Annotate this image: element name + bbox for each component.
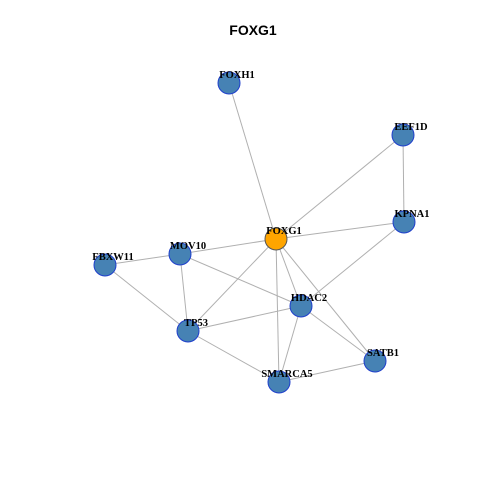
edge-foxg1-foxh1 (228, 82, 277, 240)
node-label-mov10: MOV10 (170, 241, 206, 252)
node-label-kpna1: KPNA1 (395, 209, 430, 220)
node-label-tp53: TP53 (184, 318, 208, 329)
node-circle-foxh1 (217, 71, 241, 95)
node-circle-fbxw11 (93, 253, 117, 277)
edge-hdac2-smarca5 (278, 305, 302, 383)
edge-foxg1-tp53 (187, 238, 277, 332)
node-circle-smarca5 (267, 370, 291, 394)
node-circle-hdac2 (289, 294, 313, 318)
node-mov10: MOV10 (168, 241, 206, 266)
edge-fbxw11-tp53 (104, 264, 189, 332)
node-hdac2: HDAC2 (289, 293, 327, 318)
node-circle-foxg1 (264, 227, 288, 251)
edge-foxg1-hdac2 (275, 238, 302, 307)
edge-foxg1-smarca5 (275, 238, 280, 383)
node-label-foxh1: FOXH1 (219, 70, 255, 81)
node-foxh1: FOXH1 (217, 70, 255, 95)
edge-mov10-tp53 (179, 253, 189, 332)
diagram-title: FOXG1 (229, 22, 277, 38)
node-eef1d: EEF1D (391, 122, 428, 147)
node-label-fbxw11: FBXW11 (92, 252, 133, 263)
edge-tp53-smarca5 (187, 330, 280, 383)
node-circle-tp53 (176, 319, 200, 343)
edge-eef1d-kpna1 (402, 134, 405, 223)
node-circle-kpna1 (392, 210, 416, 234)
edge-foxg1-mov10 (179, 238, 277, 255)
edge-layer (104, 82, 405, 383)
node-satb1: SATB1 (363, 348, 399, 373)
node-label-eef1d: EEF1D (394, 122, 428, 133)
node-circle-mov10 (168, 242, 192, 266)
node-tp53: TP53 (176, 318, 208, 343)
edge-hdac2-satb1 (300, 305, 376, 362)
edge-mov10-fbxw11 (104, 253, 181, 266)
node-circle-satb1 (363, 349, 387, 373)
edge-mov10-hdac2 (179, 253, 302, 307)
node-label-foxg1: FOXG1 (266, 226, 302, 237)
node-label-satb1: SATB1 (367, 348, 399, 359)
node-fbxw11: FBXW11 (92, 252, 134, 277)
node-label-smarca5: SMARCA5 (261, 369, 312, 380)
node-label-hdac2: HDAC2 (291, 293, 327, 304)
node-foxg1: FOXG1 (264, 226, 302, 251)
edge-kpna1-hdac2 (300, 221, 405, 307)
edge-foxg1-kpna1 (275, 221, 405, 240)
edge-smarca5-satb1 (278, 360, 376, 383)
node-kpna1: KPNA1 (392, 209, 430, 234)
edge-foxg1-eef1d (275, 134, 404, 240)
node-smarca5: SMARCA5 (261, 369, 313, 394)
node-circle-eef1d (391, 123, 415, 147)
edge-foxg1-satb1 (275, 238, 376, 362)
edge-tp53-hdac2 (187, 305, 302, 332)
